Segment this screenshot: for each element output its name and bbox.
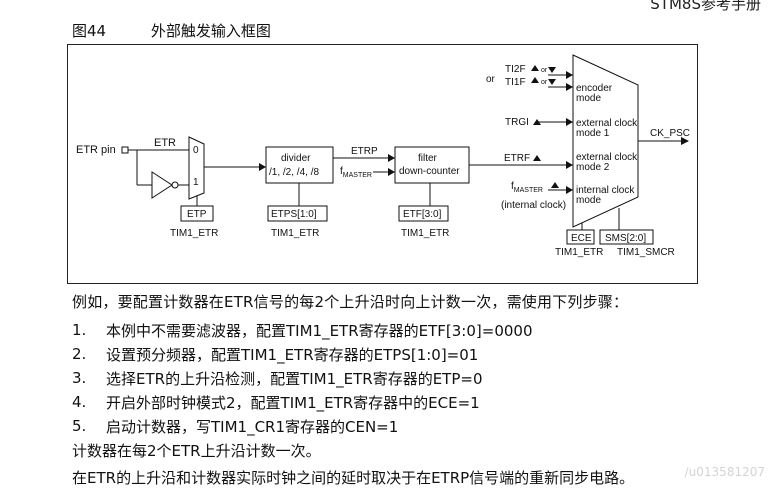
- figure-number: 图44: [72, 22, 107, 40]
- ti2f-label: TI2F: [505, 64, 526, 75]
- ece-box: [566, 229, 595, 245]
- manual-title: STM8S参考手册: [650, 0, 761, 13]
- etr-label: ETR: [154, 137, 176, 149]
- watermark: /u013581207: [684, 465, 765, 479]
- diagram-frame: ETR pin ETR 0 1 ETP TIM1_ETR divider /1,…: [67, 44, 698, 284]
- ti1f-label: TI1F: [505, 77, 526, 88]
- mode-int-1: internal clock: [576, 185, 635, 196]
- filter-line2: down-counter: [399, 166, 460, 177]
- mode-ext2-1: external clock: [576, 152, 638, 163]
- etps-box-label: ETPS[1:0]: [271, 209, 317, 220]
- sms-box-label: SMS[2:0]: [605, 233, 646, 244]
- divider-line2: /1, /2, /4, /8: [269, 167, 319, 178]
- list-item: 5.启动计数器，写TIM1_CR1寄存器的CEN=1: [72, 417, 399, 436]
- or-label: or: [486, 74, 496, 85]
- ti2f-or: or: [541, 67, 548, 74]
- mode-encoder-1: encoder: [576, 83, 613, 94]
- ti1f-or: or: [541, 79, 548, 86]
- inverter-symbol: [151, 171, 173, 199]
- mode-ext2-2: mode 2: [576, 162, 610, 173]
- list-item: 4.开启外部时钟模式2，配置TIM1_ETR寄存器中的ECE=1: [72, 393, 480, 412]
- mode-ext1-2: mode 1: [576, 128, 610, 139]
- sms-register: TIM1_SMCR: [617, 247, 675, 258]
- etf-box: [398, 205, 449, 222]
- step-list: 1.本例中不需要滤波器，配置TIM1_ETR寄存器的ETF[3:0]=0000 …: [72, 318, 533, 438]
- fmaster-label: fMASTER: [340, 166, 372, 179]
- mux-input-1: 1: [193, 177, 199, 188]
- etr-pin-square: [121, 146, 129, 154]
- fmaster-int-label: fMASTER: [511, 181, 543, 194]
- mode-selector: [572, 54, 639, 228]
- intro-paragraph: 例如，要配置计数器在ETR信号的每2个上升沿时向上计数一次，需使用下列步骤：: [72, 293, 629, 311]
- etp-mux: [188, 136, 205, 200]
- summary-line-1: 计数器在每2个ETR上升沿计数一次。: [72, 442, 321, 460]
- etps-box: [267, 205, 328, 222]
- ck-psc-arrowhead: [681, 137, 689, 145]
- mux-input-0: 0: [193, 145, 199, 156]
- mode-encoder-2: mode: [576, 93, 601, 104]
- list-item: 1.本例中不需要滤波器，配置TIM1_ETR寄存器的ETF[3:0]=0000: [72, 321, 533, 340]
- list-item: 3.选择ETR的上升沿检测，配置TIM1_ETR寄存器的ETP=0: [72, 369, 483, 388]
- etr-block-diagram: ETR pin ETR 0 1 ETP TIM1_ETR divider /1,…: [76, 54, 690, 258]
- internal-clock-note: (internal clock): [501, 200, 566, 211]
- etf-box-label: ETF[3:0]: [403, 209, 442, 220]
- etr-pin-label: ETR pin: [76, 144, 116, 156]
- mode-ext1-1: external clock: [576, 118, 638, 129]
- ece-box-label: ECE: [571, 233, 592, 244]
- ece-register: TIM1_ETR: [555, 247, 603, 258]
- etrf-label: ETRF: [504, 153, 530, 164]
- etrp-label: ETRP: [351, 146, 378, 157]
- etp-box: [180, 205, 214, 222]
- edge-symbols: [531, 65, 559, 188]
- figure-caption-text: 外部触发输入框图: [150, 22, 271, 40]
- etps-register: TIM1_ETR: [271, 228, 319, 239]
- filter-line1: filter: [418, 153, 438, 164]
- etf-register: TIM1_ETR: [401, 228, 449, 239]
- trgi-label: TRGI: [505, 117, 529, 128]
- summary-line-2: 在ETR的上升沿和计数器实际时钟之间的延时取决于在ETRP信号端的重新同步电路。: [72, 469, 635, 487]
- figure-caption: 图44 外部触发输入框图: [72, 20, 271, 41]
- sms-box: [599, 229, 654, 245]
- etp-box-label: ETP: [187, 209, 207, 220]
- etp-register: TIM1_ETR: [170, 228, 218, 239]
- ck-psc-label: CK_PSC: [650, 128, 690, 139]
- mode-int-2: mode: [576, 195, 601, 206]
- divider-line1: divider: [281, 153, 311, 164]
- list-item: 2.设置预分频器，配置TIM1_ETR寄存器的ETPS[1:0]=01: [72, 345, 479, 364]
